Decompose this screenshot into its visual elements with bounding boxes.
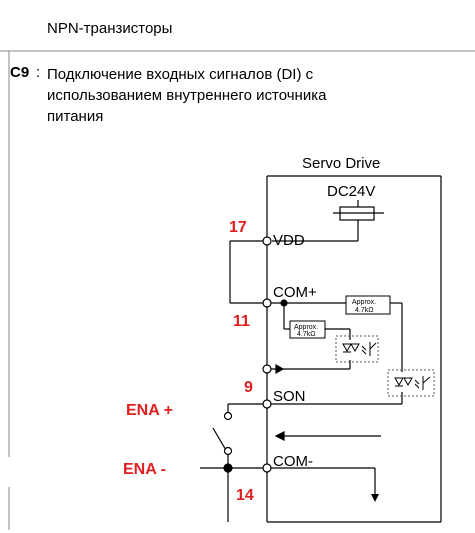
opto2-ray-2 [414,383,420,389]
drive-title: Servo Drive [302,155,380,172]
dc-source-symbol [272,200,384,242]
label-ena-minus: ENA - [123,461,166,478]
opto1-led-b [350,343,360,353]
page-frame [0,50,475,530]
optocoupler-2 [387,369,435,397]
section-code: C9 [10,64,30,81]
optocoupler-1 [335,335,379,363]
section-colon: : [36,64,41,81]
external-jumper [229,240,263,304]
resistor-1 [345,295,391,315]
ground-arrow-icon [371,494,379,502]
opto2-frame [387,369,435,397]
opto1-ray-1 [361,345,367,351]
description-line-3: питания [47,108,104,125]
arrow-com-minus-head [274,431,285,441]
terminal-com-minus [262,463,272,473]
opto1-ray-2 [361,349,367,355]
pin-number-vdd: 17 [229,219,247,236]
terminal-label-com-minus: COM- [273,453,313,470]
resistor-1-approx: Approx. [352,299,376,306]
terminal-son [262,399,272,409]
arrow-internal [275,363,285,375]
switch-contact-bottom [223,446,233,456]
opto1-transistor-leg [369,342,377,350]
resistor-2 [289,320,326,339]
description-line-1: Подключение входных сигналов (DI) с [47,66,314,83]
section-description: Подключение входных сигналов (DI) с испо… [47,64,447,127]
resistor-1-body [345,295,391,315]
opto2-led [394,377,404,387]
annotations: 17 11 9 14 ENA + ENA - [123,219,254,504]
supply-label: DC24V [327,183,375,200]
label-ena-plus: ENA + [126,402,173,419]
pin-number-com-plus: 11 [233,313,250,330]
resistor-1-value: 4.7kΩ [355,307,373,314]
terminal-label-vdd: VDD [273,232,305,249]
opto2-led-b [403,377,413,387]
terminal-vdd [262,236,272,246]
resistor-2-value: 4.7kΩ [297,331,315,338]
switch-contact-top [223,411,233,421]
top-caption: NPN-транзисторы [47,20,173,37]
opto2-transistor-leg [422,376,431,384]
pin-number-com-minus: 14 [236,487,254,504]
terminal-internal [262,364,272,374]
pin-number-son: 9 [244,379,253,396]
ena-switch [200,403,376,522]
signal-arrows [274,363,381,441]
terminal-label-son: SON [273,388,306,405]
resistor-2-approx: Approx. [294,324,318,331]
opto1-led [342,343,352,353]
opto2-ray-1 [414,379,420,385]
servo-drive-box [266,175,442,523]
description-line-2: использованием внутреннего источника [47,87,327,104]
resistor-2-body [289,320,326,339]
switch-blade [212,427,228,453]
terminal-label-com-plus: COM+ [273,284,317,301]
terminal-com-plus [262,298,272,308]
opto1-frame [335,335,379,363]
